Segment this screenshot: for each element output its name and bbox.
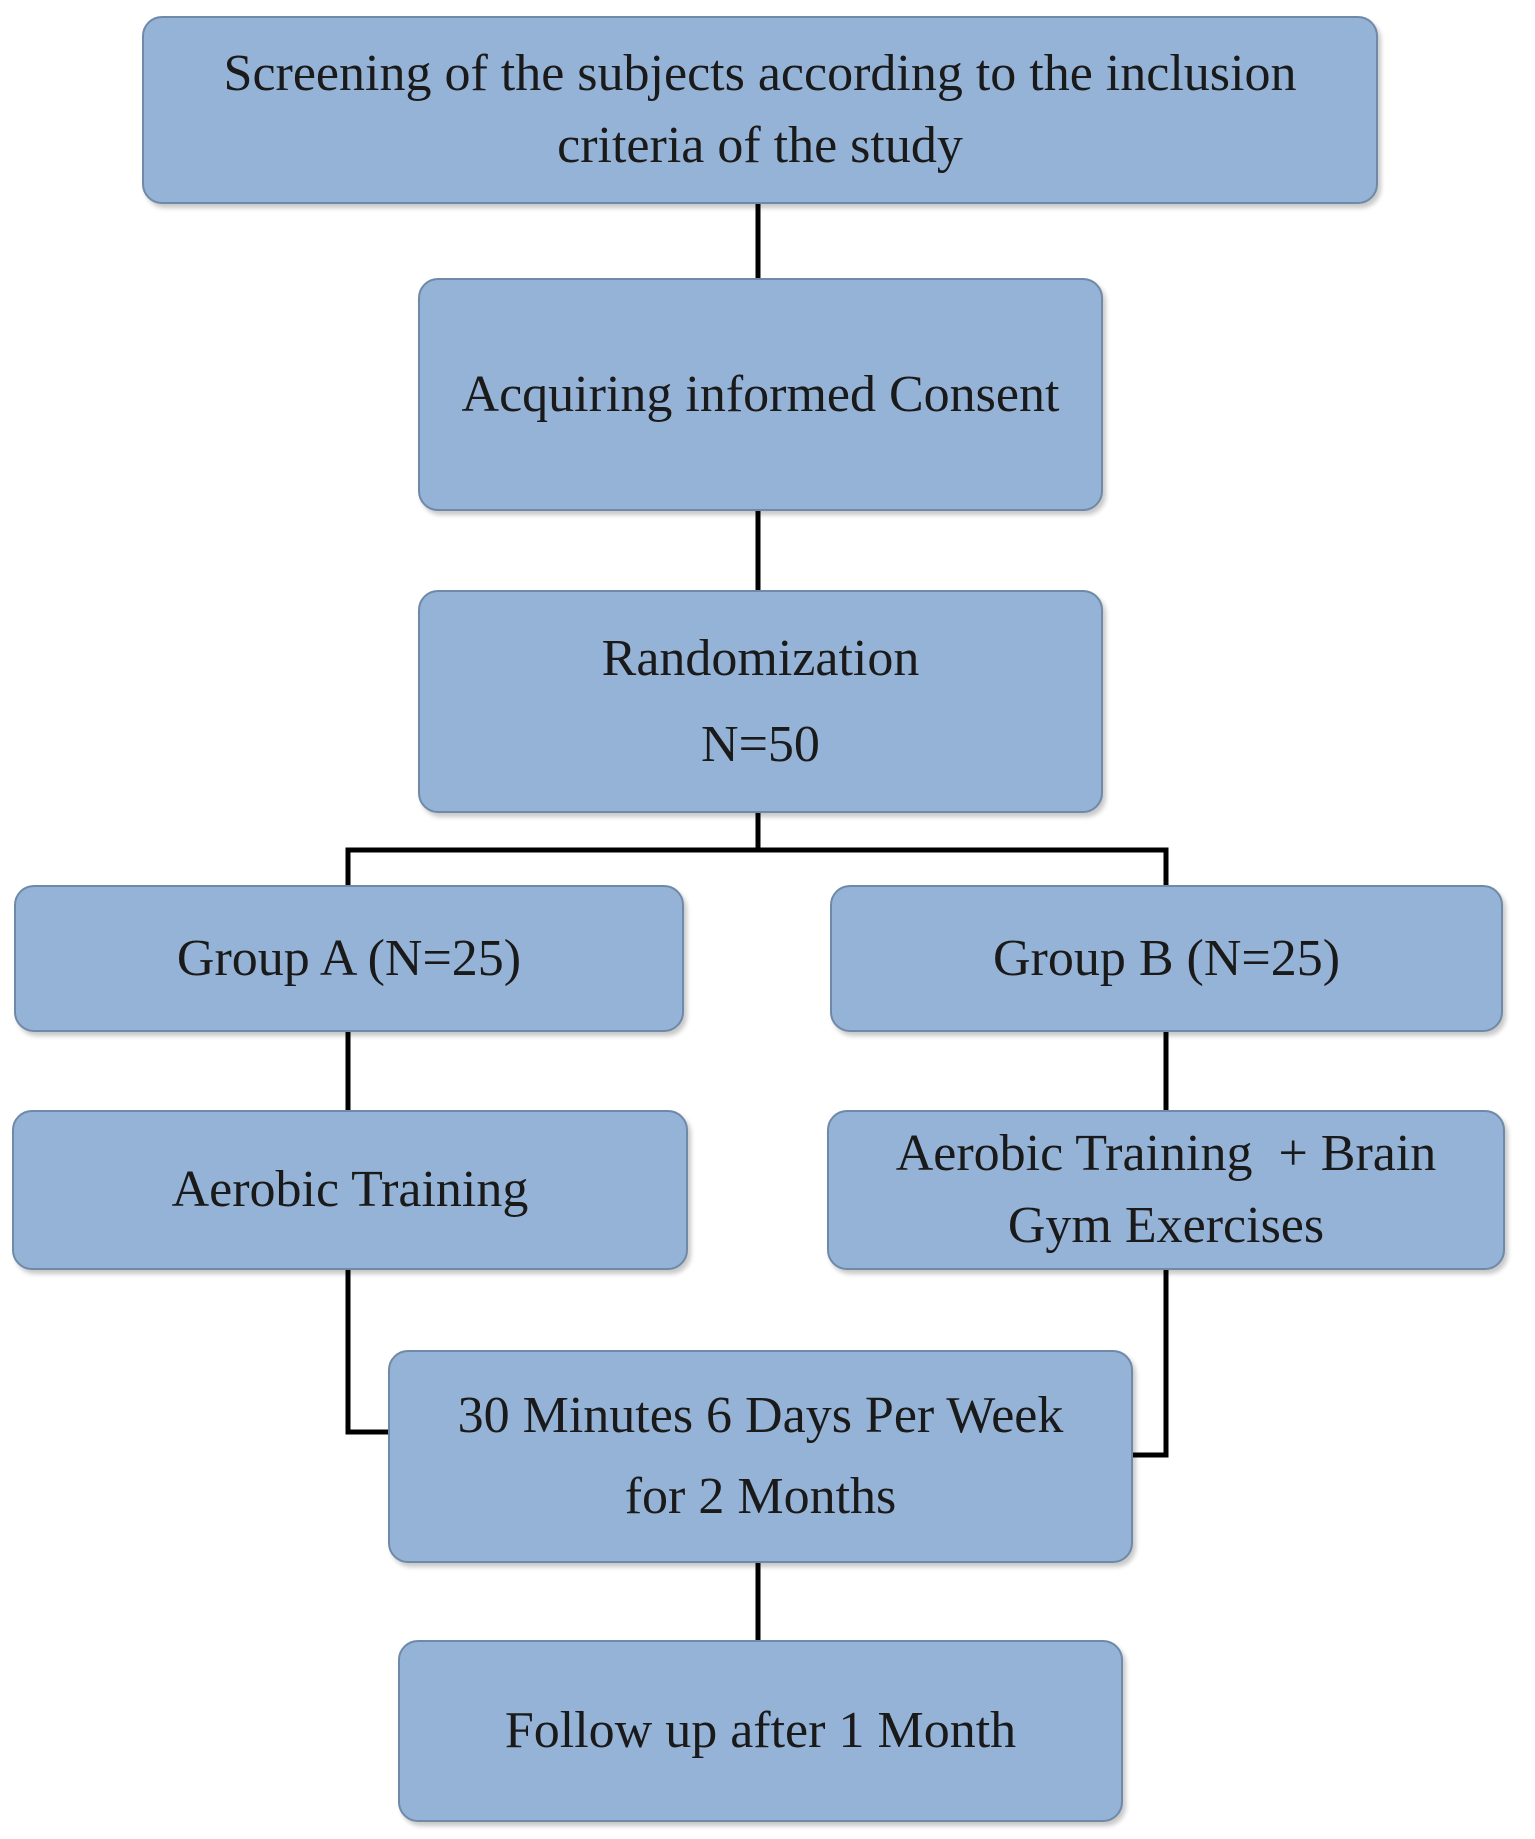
aerobic-training-box: Aerobic Training	[12, 1110, 688, 1270]
follow-up-box: Follow up after 1 Month	[398, 1640, 1123, 1822]
duration-box: 30 Minutes 6 Days Per Week for 2 Months	[388, 1350, 1133, 1563]
aerobic-brain-gym-box: Aerobic Training + Brain Gym Exercises	[827, 1110, 1505, 1270]
aerobic-brain-gym-text: Aerobic Training + Brain Gym Exercises	[895, 1125, 1450, 1254]
randomization-box: Randomization N=50	[418, 590, 1103, 813]
randomization-count: N=50	[701, 715, 820, 773]
group-a-text: Group A (N=25)	[176, 929, 522, 987]
aerobic-training-text: Aerobic Training	[171, 1161, 529, 1219]
duration-text: 30 Minutes 6 Days Per Week for 2 Months	[457, 1386, 1064, 1525]
group-b-text: Group B (N=25)	[992, 929, 1341, 987]
connector-randomization-split	[345, 847, 1169, 888]
randomization-title: Randomization	[601, 629, 920, 687]
screening-text: Screening of the subjects according to t…	[223, 45, 1297, 174]
consent-box: Acquiring informed Consent	[418, 278, 1103, 511]
group-a-box: Group A (N=25)	[14, 885, 684, 1032]
screening-box: Screening of the subjects according to t…	[142, 16, 1378, 204]
connector-aerobic-brain-to-duration	[1130, 1267, 1169, 1458]
follow-up-text: Follow up after 1 Month	[504, 1702, 1017, 1760]
connector-aerobic-to-duration	[345, 1267, 391, 1435]
group-b-box: Group B (N=25)	[830, 885, 1503, 1032]
consent-text: Acquiring informed Consent	[461, 365, 1060, 423]
